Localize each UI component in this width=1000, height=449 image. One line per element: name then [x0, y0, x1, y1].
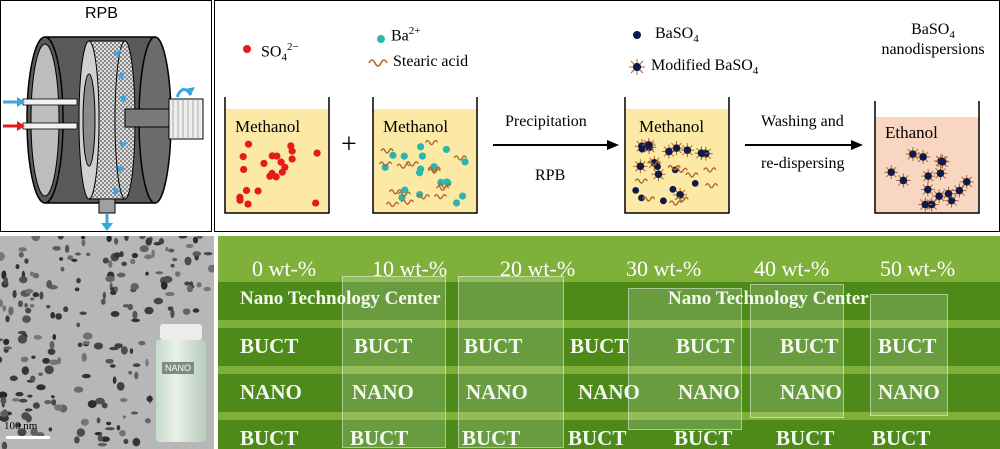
loading-label-10: 10 wt-% [372, 256, 448, 281]
film-50wt [870, 294, 948, 416]
film-photo-panel: Nano Technology Center Nano Technology C… [218, 236, 1000, 449]
band4-text-5: BUCT [674, 426, 733, 449]
legend-barium: Ba2+ [391, 25, 421, 45]
band2-text-2: BUCT [354, 334, 413, 358]
loading-label-50: 50 wt-% [880, 256, 956, 281]
scale-bar [6, 436, 50, 439]
rpb-diagram [3, 36, 204, 231]
tem-micrograph [0, 236, 214, 449]
band3-text-4: NANO [578, 380, 640, 404]
legend-stearic: Stearic acid [393, 53, 469, 70]
process-panel: SO42− Ba2+ Stearic acid BaSO4 Modified B… [214, 0, 1000, 232]
band2-text-5: BUCT [676, 334, 735, 358]
film-30wt [628, 288, 742, 430]
product-label: BaSO4 nanodispersions [881, 21, 985, 59]
band3-text-1: NANO [240, 380, 302, 404]
loading-label-0: 0 wt-% [252, 256, 317, 281]
tem-micrograph-panel: NANO 100 nm [0, 236, 214, 449]
band3-text-2: NANO [352, 380, 414, 404]
band3-text-6: NANO [780, 380, 842, 404]
legend-modified-baso4: Modified BaSO4 [651, 57, 759, 78]
vial: NANO [154, 324, 208, 444]
loading-label-20: 20 wt-% [500, 256, 576, 281]
scale-bar-label: 100 nm [4, 420, 38, 432]
barium-marker [377, 35, 385, 43]
step2-top-label: Washing and [761, 113, 844, 130]
band4-text-1: BUCT [240, 426, 299, 449]
band3-text-5: NANO [678, 380, 740, 404]
band1-text-right: Nano Technology Center [668, 288, 869, 309]
loading-label-40: 40 wt-% [754, 256, 830, 281]
loading-label-30: 30 wt-% [626, 256, 702, 281]
step1-top-label: Precipitation [505, 113, 587, 130]
sulfate-marker [243, 45, 251, 53]
band1-text-left: Nano Technology Center [240, 288, 441, 309]
band4-text-7: BUCT [872, 426, 931, 449]
background-band-2 [218, 328, 1000, 366]
rpb-title: RPB [85, 5, 118, 22]
beaker1-label: Methanol [235, 117, 301, 136]
film-10wt [342, 276, 446, 448]
beaker3-label: Methanol [639, 117, 705, 136]
band2-text-1: BUCT [240, 334, 299, 358]
band2-text-6: BUCT [780, 334, 839, 358]
background-band-3 [218, 374, 1000, 412]
band2-text-4: BUCT [570, 334, 629, 358]
step2-bottom-label: re-dispersing [761, 155, 845, 172]
film-40wt [750, 284, 844, 418]
legend-sulfate: SO42− [261, 41, 299, 64]
band4-text-4: BUCT [568, 426, 627, 449]
beaker4-label: Ethanol [885, 123, 938, 142]
vial-label: NANO [162, 362, 195, 374]
band2-text-3: BUCT [464, 334, 523, 358]
band3-text-3: NANO [466, 380, 528, 404]
background-band-4 [218, 420, 1000, 449]
band4-text-3: BUCT [462, 426, 521, 449]
plus-sign: + [341, 129, 357, 160]
band2-text-7: BUCT [878, 334, 937, 358]
rpb-panel: RPB [0, 0, 212, 232]
band4-text-2: BUCT [350, 426, 409, 449]
process-graphics [224, 31, 980, 214]
legend-baso4: BaSO4 [655, 25, 699, 46]
band4-text-6: BUCT [776, 426, 835, 449]
step1-bottom-label: RPB [535, 167, 566, 184]
film-20wt [458, 276, 564, 448]
band3-text-7: NANO [878, 380, 940, 404]
beaker2-label: Methanol [383, 117, 449, 136]
background-band-1 [218, 282, 1000, 320]
